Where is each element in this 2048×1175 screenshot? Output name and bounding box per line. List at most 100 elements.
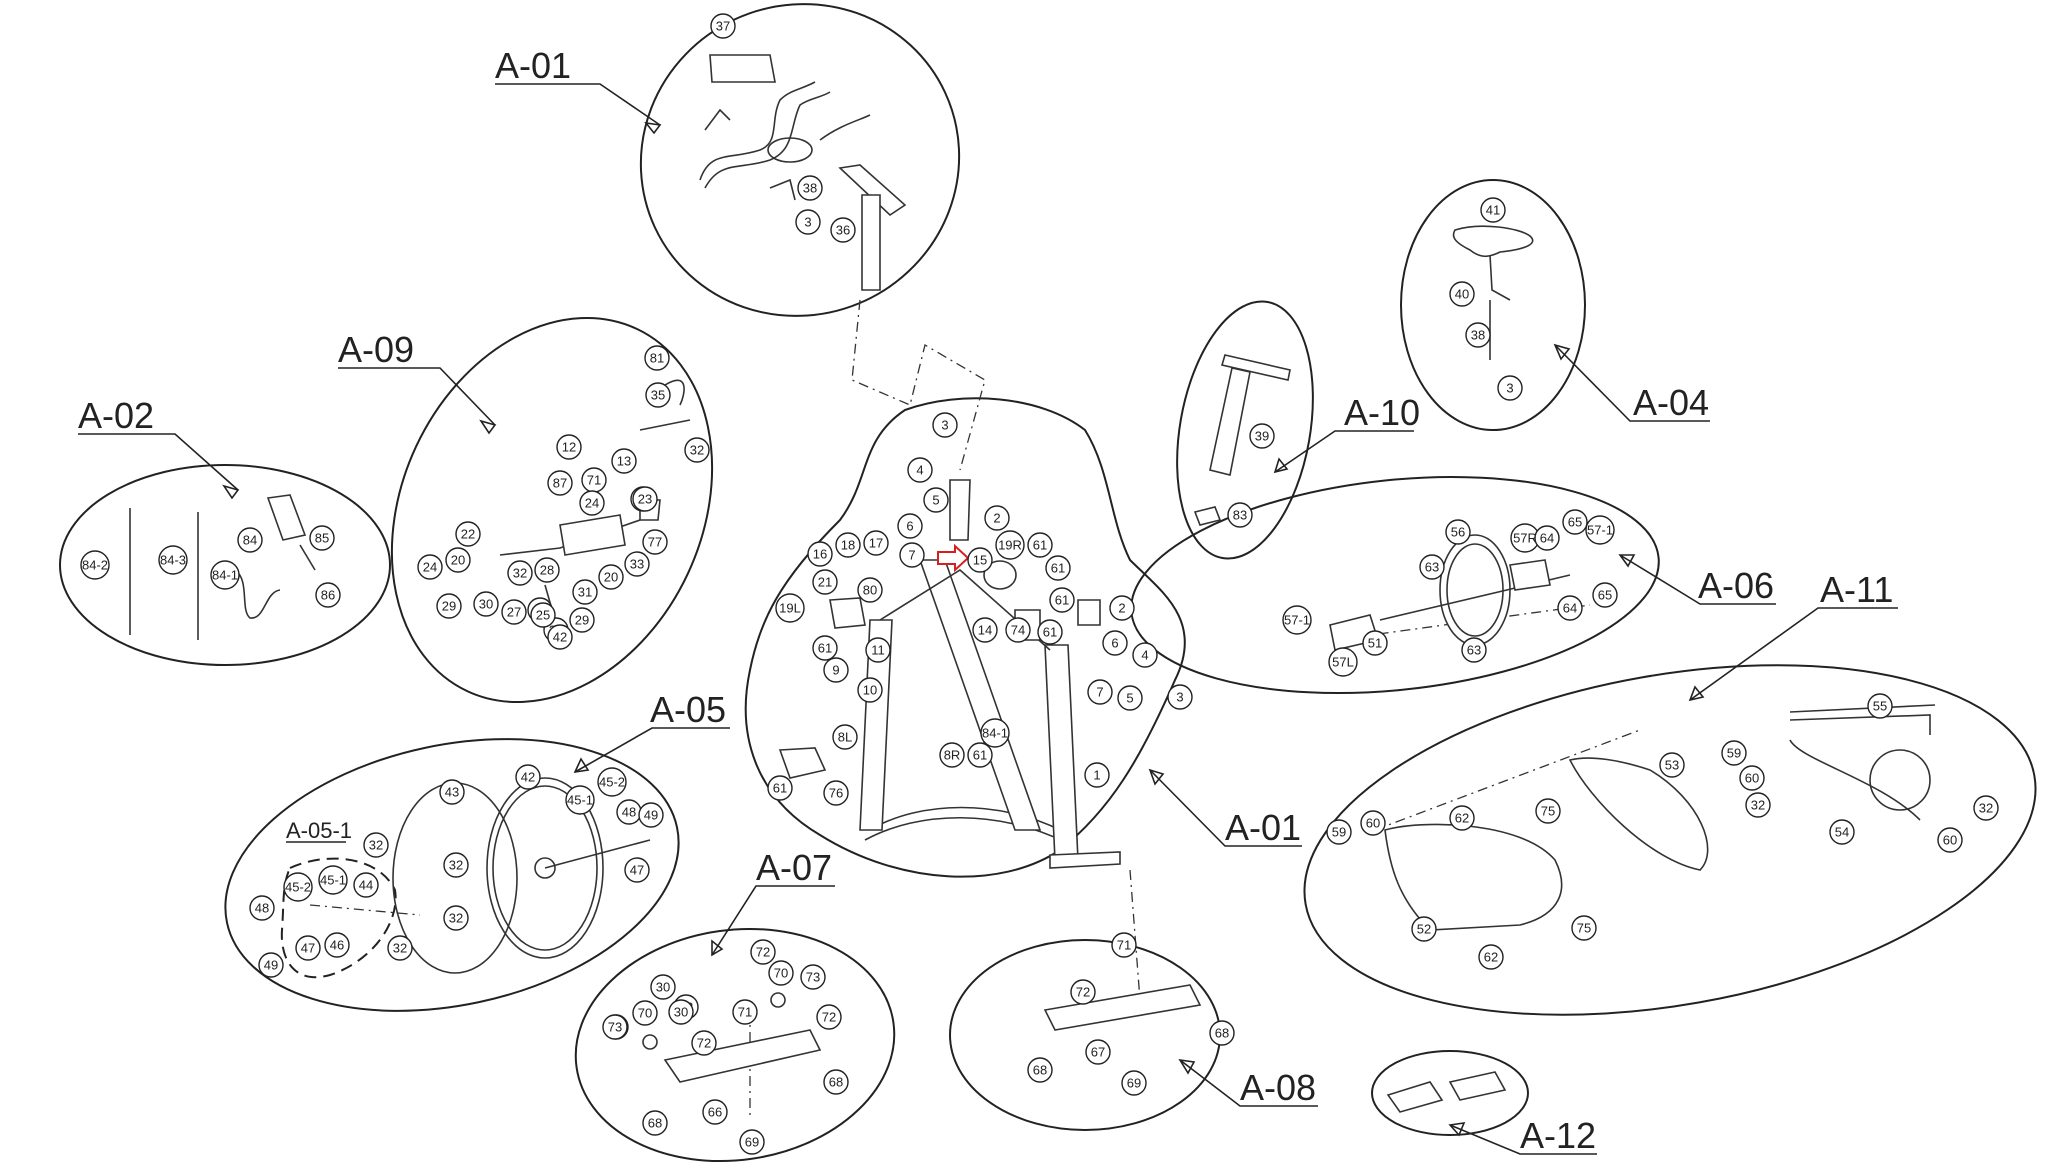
part-number: 43 xyxy=(445,785,459,800)
part-number: 32 xyxy=(1751,798,1765,813)
part-callout: 64 xyxy=(1557,595,1583,621)
part-callout: 81 xyxy=(644,345,670,371)
part-callout: 29 xyxy=(436,593,462,619)
part-callout-circle xyxy=(1497,375,1523,401)
part-number: 54 xyxy=(1835,825,1849,840)
part-callout: 17 xyxy=(863,530,889,556)
part-callout-circle xyxy=(1745,792,1771,818)
part-number: 60 xyxy=(1745,771,1759,786)
part-number: 28 xyxy=(540,563,554,578)
part-callout-circle xyxy=(923,487,949,513)
part-number: 68 xyxy=(829,1075,843,1090)
part-number: 74 xyxy=(1011,623,1025,638)
part-callout: 59 xyxy=(1326,819,1352,845)
part-callout: 59 xyxy=(1721,740,1747,766)
part-number: 83 xyxy=(1233,508,1247,523)
part-number: 15 xyxy=(973,553,987,568)
part-callout: 19R xyxy=(995,530,1025,560)
part-callout-circle xyxy=(1592,582,1618,608)
outline-a03 xyxy=(639,3,961,317)
part-callout-circle xyxy=(642,529,668,555)
group-label-a09: A-09 xyxy=(338,329,414,370)
outline-a06 xyxy=(1130,475,1660,695)
part-number: 33 xyxy=(630,557,644,572)
part-number: 69 xyxy=(1127,1076,1141,1091)
part-callout-circle xyxy=(455,521,481,547)
part-number: 2 xyxy=(993,511,1000,526)
part-callout: 49 xyxy=(258,952,284,978)
console-sketch xyxy=(129,494,316,640)
part-callout: 32 xyxy=(1973,795,1999,821)
part-callout: 68 xyxy=(1027,1057,1053,1083)
part-callout: 61 xyxy=(1049,587,1075,613)
part-number: 36 xyxy=(836,223,850,238)
part-callout: 70 xyxy=(768,960,794,986)
part-callout: 4 xyxy=(907,457,933,483)
part-callout-circle xyxy=(830,217,856,243)
part-number: 32 xyxy=(690,443,704,458)
part-number: 70 xyxy=(774,966,788,981)
part-number: 37 xyxy=(716,19,730,34)
part-number: 45-1 xyxy=(567,793,593,808)
part-number: 71 xyxy=(1117,938,1131,953)
part-callout-circle xyxy=(353,872,379,898)
part-number: 21 xyxy=(818,575,832,590)
part-number: 48 xyxy=(255,901,269,916)
part-callout-circle xyxy=(565,785,595,815)
part-callout: 52 xyxy=(1411,916,1437,942)
part-number: 42 xyxy=(553,630,567,645)
part-callout-circle xyxy=(1659,752,1685,778)
part-callout: 23 xyxy=(632,486,658,512)
part-callout-circle xyxy=(445,547,471,573)
part-callout-circle xyxy=(80,550,110,580)
part-callout: 45-1 xyxy=(318,865,348,895)
part-callout: 76 xyxy=(823,780,849,806)
part-callout-circle xyxy=(1102,630,1128,656)
part-callout: 86 xyxy=(315,582,341,608)
part-number: 8R xyxy=(944,748,961,763)
part-callout-circle xyxy=(237,527,263,553)
part-callout-circle xyxy=(1480,197,1506,223)
part-number: 72 xyxy=(756,945,770,960)
part-callout: 37 xyxy=(710,13,736,39)
part-callout-circle xyxy=(443,905,469,931)
part-callout-circle xyxy=(534,557,560,583)
part-callout: 3 xyxy=(1497,375,1523,401)
outline-a05 xyxy=(224,738,680,1012)
part-number: 84-3 xyxy=(160,553,186,568)
part-callout-circle xyxy=(515,764,541,790)
part-callout-circle xyxy=(1739,765,1765,791)
part-callout: 66 xyxy=(702,1099,728,1125)
part-callout-circle xyxy=(309,525,335,551)
part-callout-circle xyxy=(865,637,891,663)
part-callout: 3 xyxy=(795,209,821,235)
part-number: 38 xyxy=(803,181,817,196)
pedals-sketch xyxy=(1386,1071,1507,1113)
assembly-lines xyxy=(309,299,1641,1120)
flywheel-sketch xyxy=(392,777,651,974)
part-callout-circle xyxy=(624,857,650,883)
part-callout-circle xyxy=(315,582,341,608)
part-callout: 3 xyxy=(1167,684,1193,710)
part-number: 7 xyxy=(1096,685,1103,700)
part-number: 20 xyxy=(451,553,465,568)
part-number: 73 xyxy=(806,970,820,985)
outline-a04 xyxy=(1400,179,1586,431)
part-callout-circle xyxy=(668,999,694,1025)
part-callout: 72 xyxy=(750,939,776,965)
part-number: 49 xyxy=(264,958,278,973)
part-callout-circle xyxy=(1027,532,1053,558)
part-callout-circle xyxy=(797,175,823,201)
outline-a10 xyxy=(1176,300,1314,560)
part-callout-circle xyxy=(823,780,849,806)
part-callout-circle xyxy=(702,1099,728,1125)
part-callout-circle xyxy=(611,448,637,474)
part-callout: 25 xyxy=(530,602,556,628)
part-number: 44 xyxy=(359,878,373,893)
part-number: 30 xyxy=(656,980,670,995)
part-callout-circle xyxy=(530,602,556,628)
part-callout-circle xyxy=(1571,915,1597,941)
part-callout-circle xyxy=(1867,693,1893,719)
part-number: 5 xyxy=(1126,691,1133,706)
part-number: 13 xyxy=(617,454,631,469)
